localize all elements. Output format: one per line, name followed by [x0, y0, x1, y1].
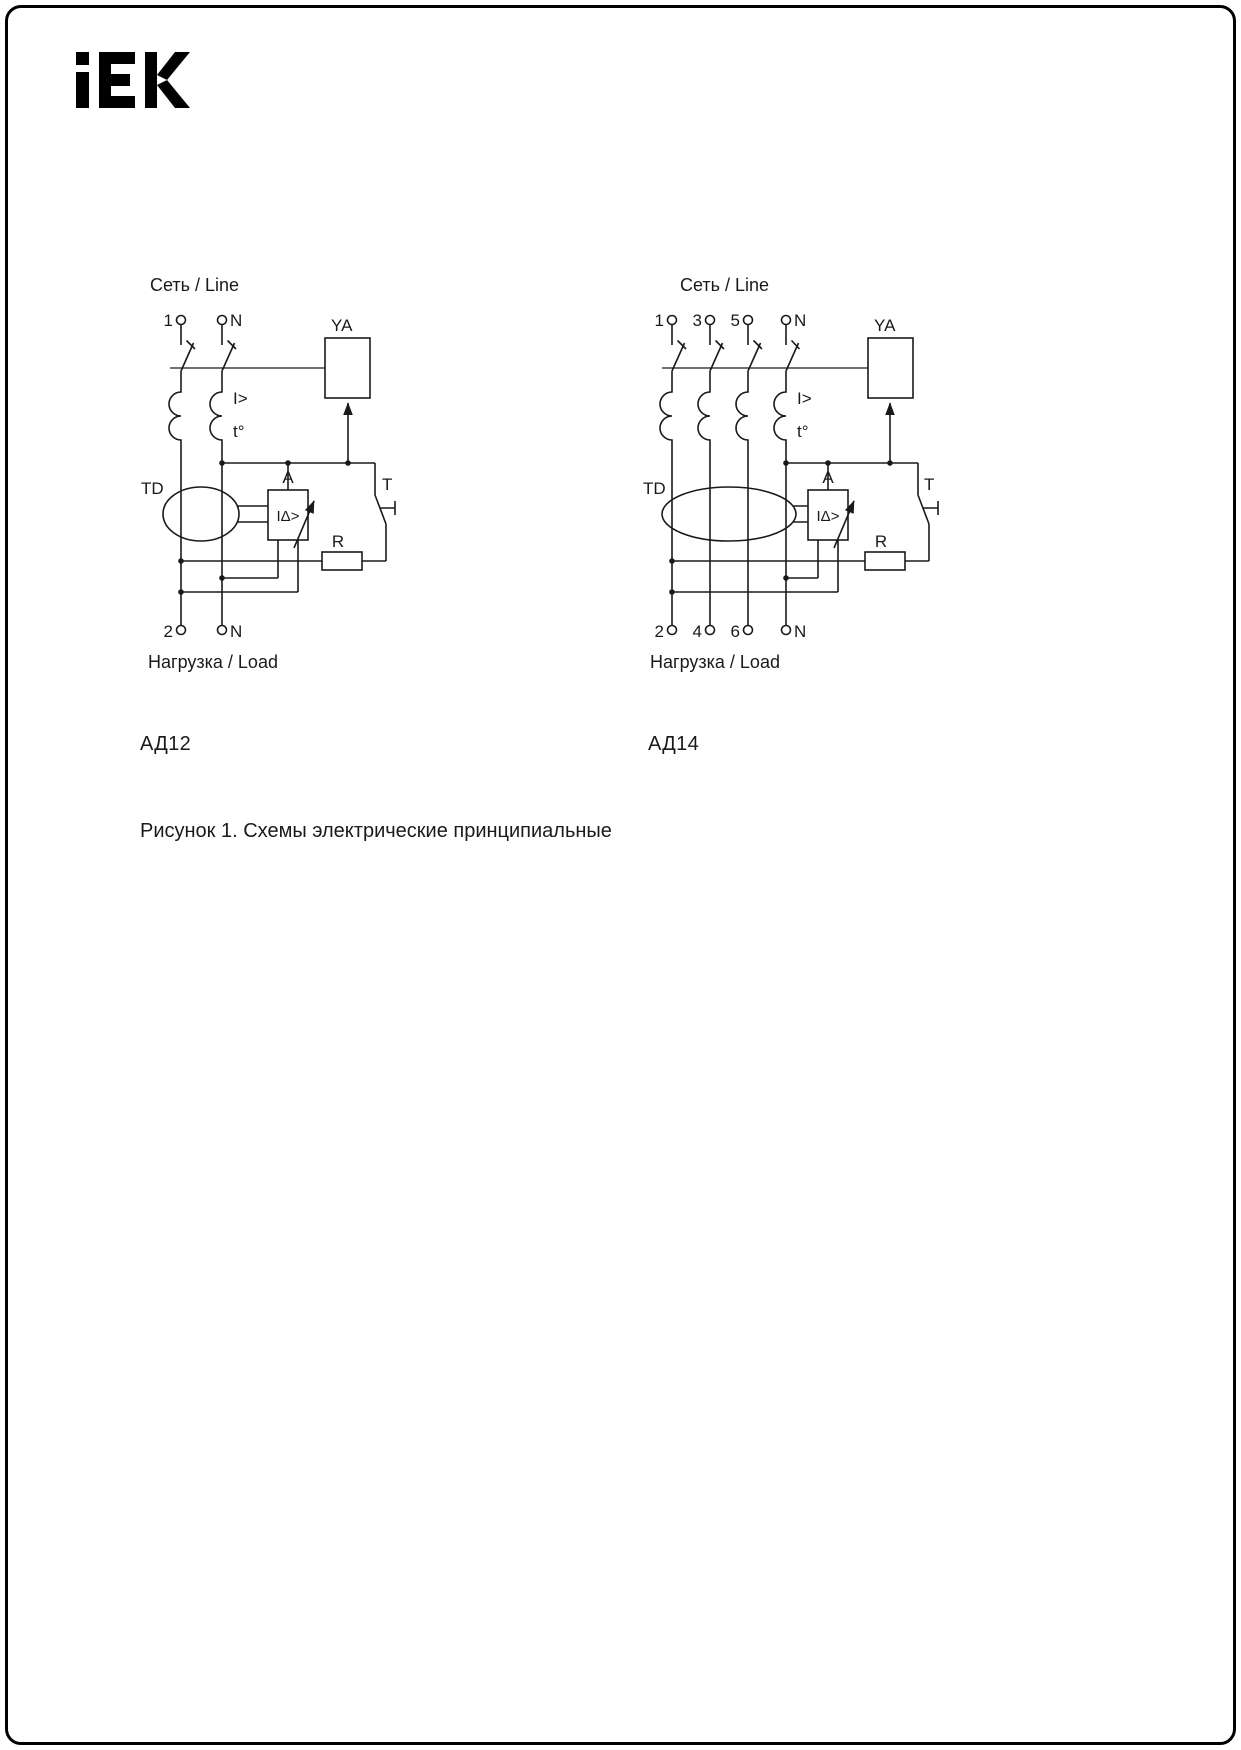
toroid-transformer	[661, 486, 797, 542]
logo-k-lower-arm	[157, 80, 190, 108]
logo-i-stem	[76, 72, 89, 108]
diagram-title-ad14: АД14	[648, 733, 699, 755]
amplifier-label: A	[282, 468, 294, 487]
terminal-label-n-bottom: N	[794, 622, 806, 641]
terminal-bottom-n	[216, 624, 228, 636]
resistor-box	[864, 551, 906, 571]
terminal-label-3: 3	[693, 311, 702, 330]
pole-line-5	[735, 324, 763, 626]
toroid-transformer	[162, 486, 240, 542]
diff-current-label: IΔ>	[277, 508, 300, 525]
logo-e-bar-mid	[99, 74, 130, 86]
trip-coil-label: YA	[331, 316, 353, 335]
resistor-label: R	[875, 532, 887, 551]
amplifier-label: A	[822, 468, 834, 487]
logo-i-dot	[76, 52, 89, 65]
terminal-circles	[666, 314, 792, 636]
resistor-label: R	[332, 532, 344, 551]
pole-line-n	[209, 324, 237, 626]
terminal-label-2: 2	[164, 622, 173, 641]
logo-e-bar-bottom	[99, 96, 135, 108]
terminal-label-n-top: N	[230, 311, 242, 330]
line-label: Сеть / Line	[150, 275, 239, 295]
load-label: Нагрузка / Load	[650, 652, 780, 672]
terminal-label-n-top: N	[794, 311, 806, 330]
terminal-top-3	[704, 314, 716, 326]
overcurrent-label: I>	[797, 389, 812, 408]
terminal-bottom-6	[742, 624, 754, 636]
terminal-label-5: 5	[731, 311, 740, 330]
thermal-label: t°	[797, 422, 809, 441]
iek-logo-graphic	[76, 52, 190, 108]
terminal-label-2: 2	[655, 622, 664, 641]
transformer-label: TD	[643, 479, 666, 498]
diff-current-label: IΔ>	[817, 508, 840, 525]
terminal-top-n	[780, 314, 792, 326]
logo-k-upper-arm	[157, 52, 190, 80]
trip-coil-box	[867, 337, 914, 399]
pole-line-3	[697, 324, 725, 626]
junction-dots	[669, 460, 893, 595]
thermal-label: t°	[233, 422, 245, 441]
overcurrent-label: I>	[233, 389, 248, 408]
terminal-label-1: 1	[655, 311, 664, 330]
terminal-bottom-2	[666, 624, 678, 636]
test-button-label: T	[382, 475, 392, 494]
terminal-label-6: 6	[731, 622, 740, 641]
terminal-top-5	[742, 314, 754, 326]
trip-coil-box	[324, 337, 371, 399]
pole-line-1	[659, 324, 687, 626]
test-button-label: T	[924, 475, 934, 494]
terminal-label-n-bottom: N	[230, 622, 242, 641]
terminal-top-n	[216, 314, 228, 326]
page-border	[5, 5, 1236, 1745]
pole-conductors	[168, 324, 237, 626]
terminal-label-4: 4	[693, 622, 702, 641]
terminal-bottom-4	[704, 624, 716, 636]
junction-dots	[178, 460, 351, 595]
amplifier-box	[267, 489, 309, 541]
terminal-top-1	[666, 314, 678, 326]
wiring	[672, 462, 939, 593]
resistor-box	[321, 551, 363, 571]
logo-k-spine	[145, 52, 157, 108]
line-label: Сеть / Line	[680, 275, 769, 295]
terminal-bottom-2	[175, 624, 187, 636]
schematic-ad12: Сеть / Line 1 N YA I> t° TD A IΔ> T R 2 …	[141, 275, 396, 672]
pole-conductors	[659, 324, 801, 626]
transformer-label: TD	[141, 479, 164, 498]
terminal-circles	[175, 314, 228, 636]
wiring	[181, 462, 396, 593]
pole-line-1	[168, 324, 196, 626]
iek-logo	[76, 52, 191, 108]
logo-e-bar-top	[99, 52, 135, 64]
trip-coil-label: YA	[874, 316, 896, 335]
figure-caption: Рисунок 1. Схемы электрические принципиа…	[140, 820, 612, 842]
amplifier-box	[807, 489, 849, 541]
pole-line-n	[773, 324, 801, 626]
diagram-title-ad12: АД12	[140, 733, 191, 755]
terminal-top-1	[175, 314, 187, 326]
load-label: Нагрузка / Load	[148, 652, 278, 672]
terminal-bottom-n	[780, 624, 792, 636]
terminal-label-1: 1	[164, 311, 173, 330]
schematic-ad14: Сеть / Line 1 3 5 N YA I> t° TD A IΔ> T …	[643, 275, 939, 672]
